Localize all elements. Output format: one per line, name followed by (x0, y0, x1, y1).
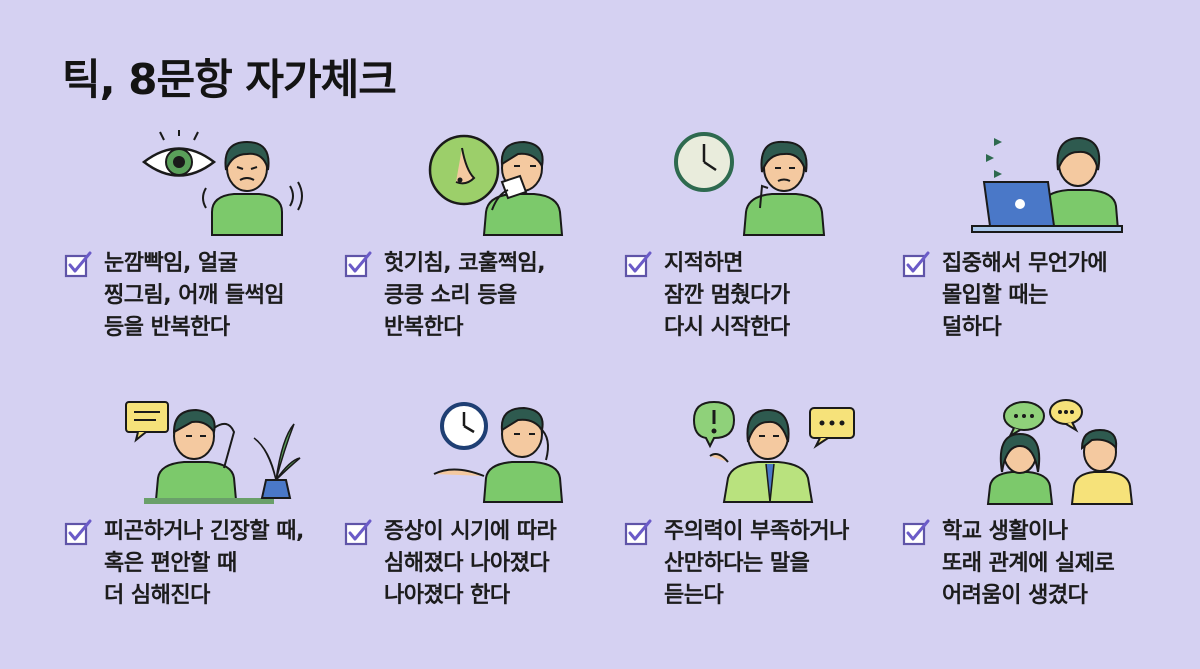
laptop-icon (971, 181, 1123, 233)
item-text-line: 다시 시작한다 (664, 315, 790, 340)
play-arrows-icon (986, 138, 1002, 178)
item-text-line: 등을 반복한다 (104, 315, 230, 340)
item-text-line: 지적하면 (664, 251, 743, 276)
checkbox-checked-icon (902, 518, 932, 548)
person-icon (202, 140, 303, 236)
person-icon (144, 408, 274, 504)
clock-icon (674, 132, 734, 192)
item-text-line: 나아졌다 한다 (384, 583, 510, 608)
stressed-illustration (125, 401, 301, 504)
item-text-line: 증상이 시기에 따라 (384, 519, 557, 544)
checklist-item: 집중해서 무언가에 몰입할 때는 덜하다 (902, 248, 1182, 344)
item-text-line: 주의력이 부족하거나 (664, 519, 849, 544)
checklist-item: 헛기침, 코훌쩍임, 킁킁 소리 등을 반복한다 (344, 248, 624, 344)
item-text-line: 또래 관계에 실제로 (942, 551, 1115, 576)
item-text-line: 산만하다는 말을 (664, 551, 810, 576)
boy-icon (1070, 428, 1134, 505)
checkbox-checked-icon (344, 518, 374, 548)
checklist-item: 증상이 시기에 따라 심해졌다 나아졌다 나아졌다 한다 (344, 516, 624, 612)
ellipsis-bubble-icon (809, 407, 855, 449)
item-text-line: 학교 생활이나 (942, 519, 1068, 544)
item-text-line: 더 심해진다 (104, 583, 210, 608)
conversation-bubbles-icon (1003, 399, 1083, 439)
open-hand-icon (433, 468, 485, 477)
person-icon (1038, 136, 1120, 231)
eye-blink-illustration (141, 130, 303, 236)
clock-icon (440, 402, 488, 450)
item-text-line: 반복한다 (384, 315, 463, 340)
checklist-item: 주의력이 부족하거나 산만하다는 말을 듣는다 (624, 516, 904, 612)
item-text-line: 집중해서 무언가에 (942, 251, 1108, 276)
page-title: 틱, 8문항 자가체크 (62, 55, 397, 104)
item-text-line: 헛기침, 코훌쩍임, (384, 251, 546, 276)
person-icon (709, 408, 814, 503)
item-card-4: 집중해서 무언가에 몰입할 때는 덜하다 (902, 130, 1182, 380)
speech-bubble-icon (125, 401, 169, 443)
item-text-line: 몰입할 때는 (942, 283, 1048, 308)
girl-icon (986, 432, 1054, 505)
item-text-line: 덜하다 (942, 315, 1002, 340)
item-card-1: 눈깜빡임, 얼굴 찡그림, 어깨 들썩임 등을 반복한다 (64, 130, 344, 380)
item-card-6: 증상이 시기에 따라 심해졌다 나아졌다 나아졌다 한다 (344, 398, 624, 648)
checkbox-checked-icon (624, 250, 654, 280)
item-card-7: 주의력이 부족하거나 산만하다는 말을 듣는다 (624, 398, 904, 648)
exclamation-bubble-icon (692, 400, 736, 449)
item-text-line: 눈깜빡임, 얼굴 (104, 251, 238, 276)
checkbox-checked-icon (902, 250, 932, 280)
item-card-5: 피곤하거나 긴장할 때, 혹은 편안할 때 더 심해진다 (64, 398, 344, 648)
checklist-item: 눈깜빡임, 얼굴 찡그림, 어깨 들썩임 등을 반복한다 (64, 248, 344, 344)
item-text-line: 잠깐 멈췄다가 (664, 283, 790, 308)
focused-work-illustration (971, 136, 1123, 233)
nose-icon (428, 134, 500, 206)
tissue-icon (500, 174, 528, 200)
item-card-3: 지적하면 잠깐 멈췄다가 다시 시작한다 (624, 130, 904, 380)
sniffing-illustration (428, 134, 564, 236)
item-text-line: 혹은 편안할 때 (104, 551, 237, 576)
item-text-line: 킁킁 소리 등을 (384, 283, 517, 308)
item-text-line: 피곤하거나 긴장할 때, (104, 519, 304, 544)
person-icon (433, 406, 564, 503)
item-text-line: 듣는다 (664, 583, 724, 608)
eye-icon (141, 130, 217, 177)
distracted-illustration (692, 400, 855, 503)
checklist-item: 피곤하거나 긴장할 때, 혹은 편안할 때 더 심해진다 (64, 516, 344, 612)
plant-icon (253, 423, 301, 499)
checklist-item: 지적하면 잠깐 멈췄다가 다시 시작한다 (624, 248, 904, 344)
person-icon (742, 140, 826, 236)
item-text-line: 찡그림, 어깨 들썩임 (104, 283, 285, 308)
item-text-line: 어려움이 생겼다 (942, 583, 1088, 608)
checkbox-checked-icon (624, 518, 654, 548)
social-difficulty-illustration (986, 399, 1134, 505)
item-card-2: 헛기침, 코훌쩍임, 킁킁 소리 등을 반복한다 (344, 130, 624, 380)
checkbox-checked-icon (64, 250, 94, 280)
checkbox-checked-icon (344, 250, 374, 280)
fluctuating-illustration (433, 402, 564, 503)
checklist-item: 학교 생활이나 또래 관계에 실제로 어려움이 생겼다 (902, 516, 1182, 612)
item-card-8: 학교 생활이나 또래 관계에 실제로 어려움이 생겼다 (902, 398, 1182, 648)
tie-icon (765, 463, 775, 503)
checkbox-checked-icon (64, 518, 94, 548)
person-icon (482, 140, 564, 236)
pausing-illustration (674, 132, 826, 236)
item-text-line: 심해졌다 나아졌다 (384, 551, 550, 576)
